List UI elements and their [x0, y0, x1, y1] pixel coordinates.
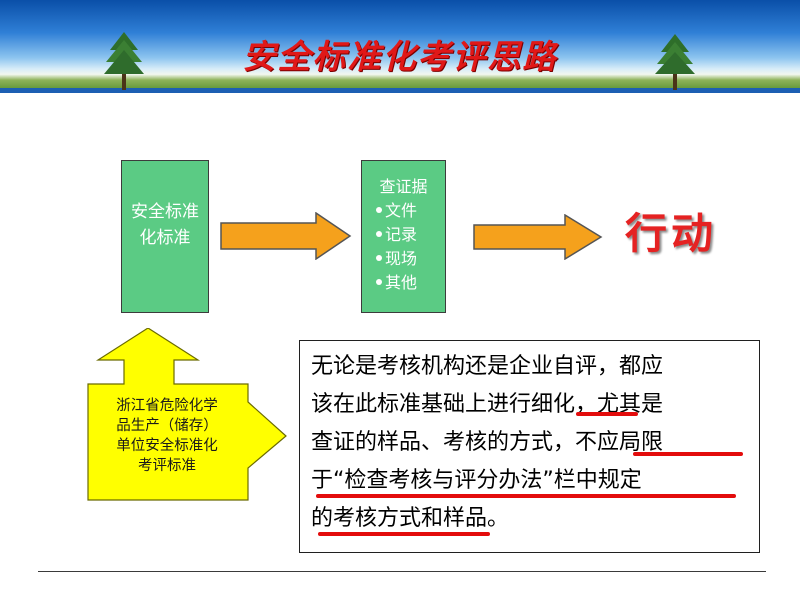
evidence-list: 文件 记录 现场 其他	[362, 199, 445, 295]
bullet-icon	[376, 206, 382, 213]
action-label: 行动	[625, 209, 718, 258]
bullet-icon	[376, 230, 382, 237]
tree-icon	[655, 34, 695, 90]
bullet-icon	[376, 254, 382, 261]
header-banner: 安全标准化考评思路	[0, 0, 800, 93]
note-line: 该在此标准基础上进行细化，尤其是	[311, 392, 664, 417]
emphasis-underline	[633, 452, 743, 456]
emphasis-underline	[316, 494, 736, 498]
arrow-right-icon	[220, 212, 352, 260]
note-box: 无论是考核机构还是企业自评，都应 该在此标准基础上进行细化，尤其是 查证的样品、…	[299, 340, 760, 553]
yellow-callout-arrow	[87, 328, 287, 501]
footer-divider	[38, 571, 766, 572]
emphasis-underline	[318, 532, 490, 536]
banner-stripe	[0, 88, 800, 93]
bullet-icon	[376, 278, 382, 285]
arrow-right-icon	[473, 214, 603, 260]
list-item: 记录	[376, 223, 445, 247]
standard-box: 安全标准化标准	[121, 160, 209, 313]
page-title: 安全标准化考评思路	[242, 37, 558, 76]
note-line: 的考核方式和样品。	[311, 506, 510, 531]
note-line: 无论是考核机构还是企业自评，都应	[311, 354, 664, 379]
list-item: 现场	[376, 247, 445, 271]
note-line: 查证的样品、考核的方式，不应局限	[311, 430, 664, 455]
list-item: 其他	[376, 271, 445, 295]
list-item: 文件	[376, 199, 445, 223]
evidence-title: 查证据	[379, 177, 428, 196]
evidence-box: 查证据 文件 记录 现场 其他	[361, 160, 446, 313]
tree-icon	[104, 32, 144, 90]
emphasis-underline	[576, 412, 638, 416]
source-standard-text: 浙江省危险化学 品生产（储存） 单位安全标准化 考评标准	[116, 398, 218, 474]
note-line: 于“检查考核与评分办法”栏中规定	[311, 468, 642, 493]
